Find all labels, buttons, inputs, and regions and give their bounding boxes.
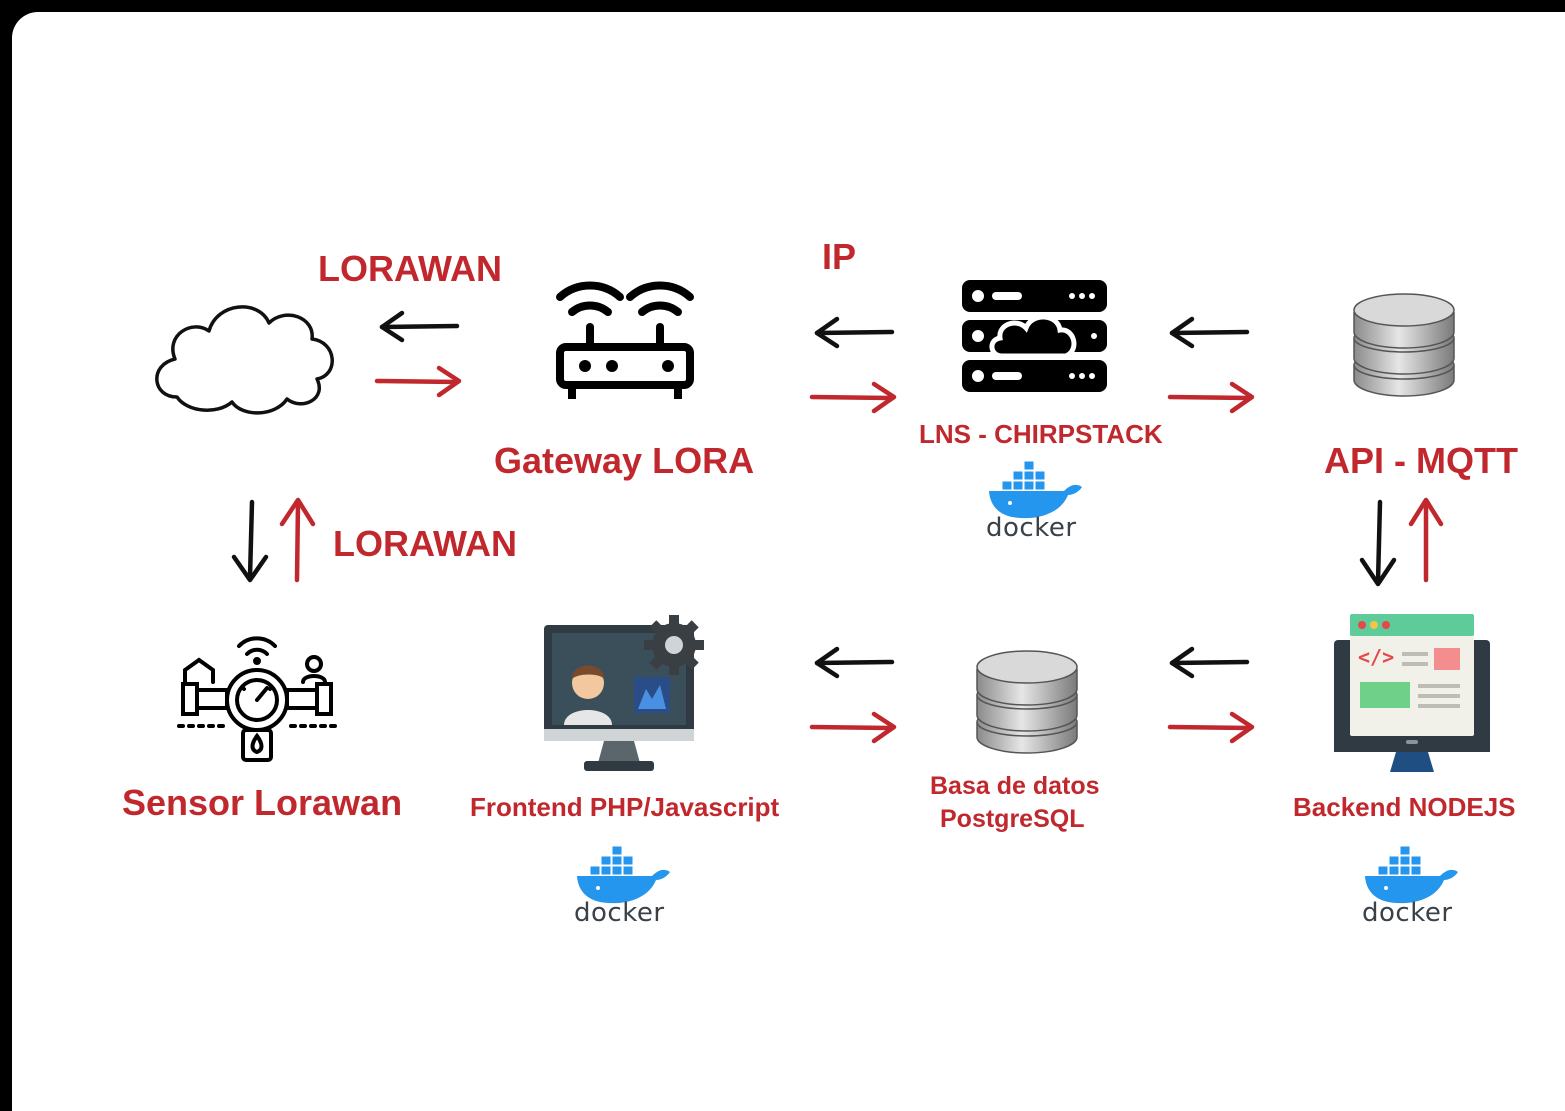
arrow-left-db-backend (1172, 649, 1247, 676)
arrow-right-lns-api (1170, 384, 1252, 411)
database-label-line2: PostgreSQL (940, 805, 1085, 833)
arrow-right-db-backend (1170, 714, 1252, 741)
server-cloud-icon (962, 280, 1107, 392)
monitor-user-icon (544, 615, 704, 771)
arrow-right-frontend-db (812, 714, 894, 741)
docker-icon (1365, 845, 1458, 904)
docker-text: docker (986, 513, 1077, 543)
gateway-label: Gateway LORA (494, 440, 755, 481)
database-icon-api (1353, 293, 1455, 397)
docker-icon (577, 845, 670, 904)
arrow-right-gateway-lns (812, 384, 894, 411)
lns-label: LNS - CHIRPSTACK (919, 419, 1163, 449)
docker-icon (989, 460, 1082, 519)
arrow-down-cloud-sensor (231, 499, 269, 583)
docker-logo-frontend: docker (572, 842, 672, 932)
arrow-left-frontend-db (817, 649, 892, 676)
arrow-down-api-backend (1359, 499, 1397, 587)
arrow-up-sensor-cloud (279, 497, 316, 583)
backend-label: Backend NODEJS (1293, 792, 1516, 822)
docker-logo-backend: docker (1360, 842, 1460, 932)
arrow-left-gateway-lns (817, 319, 892, 346)
code-monitor-icon: </> (1334, 614, 1490, 772)
arrow-up-backend-api (1408, 497, 1444, 583)
arrow-right-cloud-gateway (377, 368, 459, 395)
sensor-label: Sensor Lorawan (122, 782, 403, 823)
lorawan-top-label: LORAWAN (318, 248, 502, 289)
database-label-line1: Basa de datos (930, 772, 1100, 800)
database-icon-postgres (976, 650, 1078, 754)
lorawan-side-label: LORAWAN (333, 523, 517, 564)
cloud-icon (155, 305, 334, 415)
arrow-left-cloud-gateway (382, 313, 457, 340)
ip-label: IP (822, 236, 857, 277)
diagram-canvas: LORAWAN IP Gateway LORA LNS - CHIRPSTACK… (12, 12, 1565, 1111)
api-label: API - MQTT (1324, 440, 1518, 481)
docker-text: docker (1362, 898, 1453, 928)
smart-meter-icon (177, 636, 337, 762)
docker-text: docker (574, 898, 665, 928)
arrows-layer (231, 12, 1444, 1111)
docker-logo-lns: docker (984, 457, 1084, 547)
frontend-label: Frontend PHP/Javascript (470, 792, 780, 822)
arrow-left-lns-api (1172, 319, 1247, 346)
router-icon (556, 281, 694, 399)
svg-text:</>: </> (1358, 645, 1394, 669)
